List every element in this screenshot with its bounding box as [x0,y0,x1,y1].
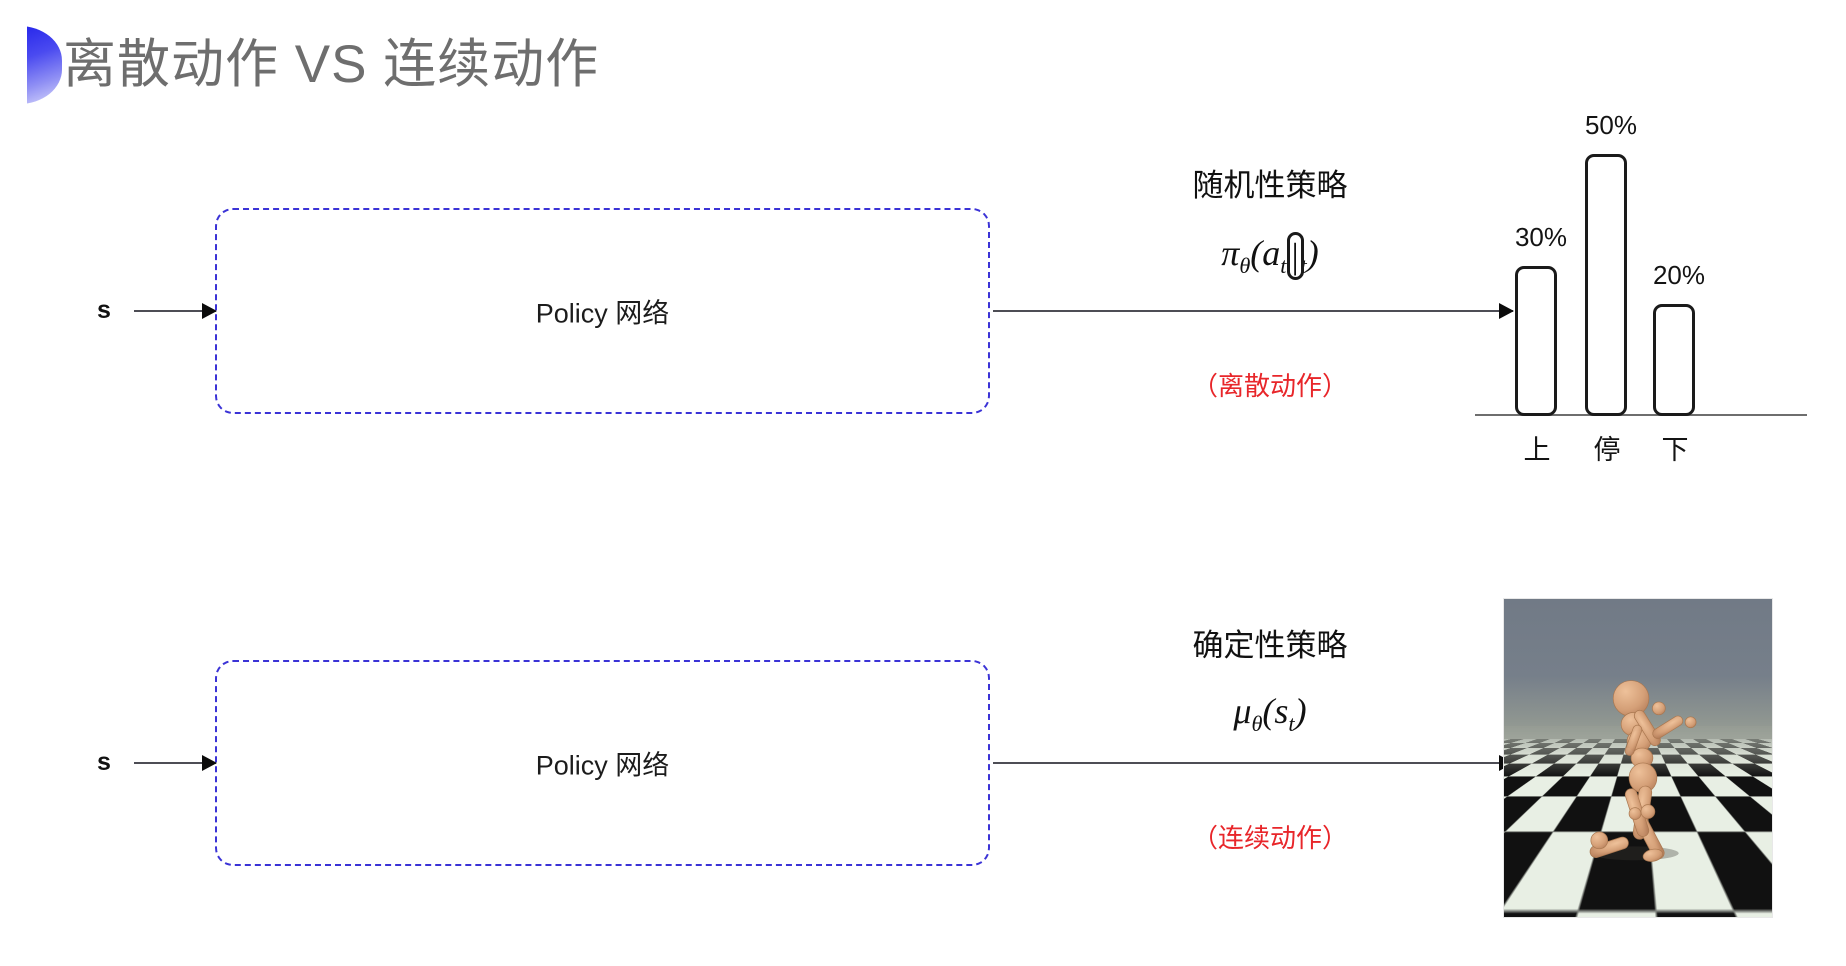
table-row [1653,304,1695,416]
policy-note-bottom: （连续动作） [1191,823,1348,853]
formula-close-top: ) [1306,233,1319,273]
formula-head-sub-bottom: θ [1251,711,1263,737]
table-row [1585,154,1627,416]
state-input-label-bottom: s [97,748,111,776]
bar-category-2: 下 [1661,435,1689,465]
chart-x-axis-line [1475,414,1807,416]
policy-formula-top: πθ(at|st) [1110,232,1430,280]
formula-arg1-bottom: s [1274,691,1289,731]
formula-arg1-sub-bottom: t [1288,711,1295,737]
formula-close-bottom: ) [1294,691,1307,731]
bar-value-2: 20% [1652,260,1706,290]
policy-kind-top: 随机性策略 [1192,168,1348,203]
humanoid-simulation-image [1503,598,1773,918]
bar-category-1: 停 [1593,435,1621,465]
bar-category-0: 上 [1523,435,1551,465]
formula-arg1-top: a [1262,233,1281,273]
table-row [1515,266,1557,416]
bar-value-1: 50% [1584,110,1638,140]
formula-open-top: ( [1250,233,1263,273]
humanoid-figure-icon [1589,680,1697,862]
input-arrow-bottom [134,762,216,764]
formula-arg1-sub-top: t [1280,253,1287,279]
policy-network-box-bottom[interactable]: Policy 网络 [215,660,990,866]
input-arrow-top [134,310,216,312]
formula-head-top: π [1221,233,1240,273]
output-arrow-top [993,310,1513,312]
policy-note-top: （离散动作） [1191,371,1348,401]
page-title: 离散动作 VS 连续动作 [63,35,600,94]
title-bullet-icon [13,25,62,105]
policy-kind-bottom: 确定性策略 [1192,628,1348,663]
policy-network-label-top: Policy 网络 [535,298,670,329]
bar-value-0: 30% [1514,222,1568,252]
formula-open-bottom: ( [1262,691,1275,731]
formula-bar-top: | [1286,232,1304,280]
policy-network-box-top[interactable]: Policy 网络 [215,208,990,414]
policy-network-label-bottom: Policy 网络 [535,750,670,781]
policy-formula-bottom: μθ(st) [1120,690,1420,737]
formula-head-sub-top: θ [1239,253,1251,279]
output-arrow-bottom [993,762,1513,764]
state-input-label-top: s [97,296,111,324]
action-probability-bar-chart: 30% 上 50% 停 20% 下 [1470,110,1810,465]
formula-head-bottom: μ [1233,691,1252,731]
